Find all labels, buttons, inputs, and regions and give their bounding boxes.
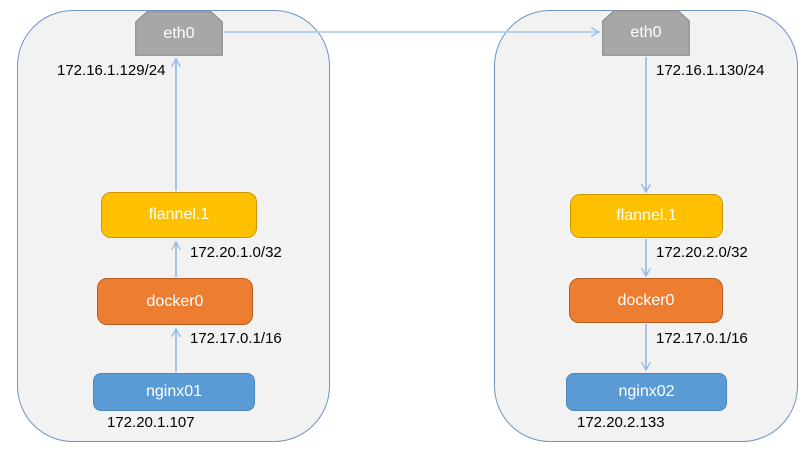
eth0-left-node: eth0	[135, 11, 223, 56]
ip-label-docker-right: 172.17.0.1/16	[656, 330, 748, 347]
ip-label-docker-left: 172.17.0.1/16	[190, 330, 282, 347]
node-label: flannel.1	[148, 206, 210, 223]
nginx01-node: nginx01	[93, 373, 255, 411]
node-label: flannel.1	[616, 207, 677, 224]
docker0-left-node: docker0	[97, 278, 253, 325]
snip-corner-shape	[602, 10, 690, 56]
ip-label-nginx01: 172.20.1.107	[107, 414, 195, 431]
snip-corner-shape	[135, 11, 223, 56]
flannel1-right-node: flannel.1	[570, 194, 723, 238]
eth0-right-node: eth0	[602, 10, 690, 56]
ip-label-flannel-right: 172.20.2.0/32	[656, 244, 748, 261]
node-label: nginx01	[145, 383, 203, 400]
ip-label-flannel-left: 172.20.1.0/32	[190, 244, 282, 261]
node-label: docker0	[617, 291, 675, 309]
nginx02-node: nginx02	[566, 373, 727, 411]
node-label: eth0	[630, 24, 662, 41]
flannel1-left-node: flannel.1	[101, 192, 257, 238]
ip-label-nginx02: 172.20.2.133	[577, 414, 665, 431]
node-label: eth0	[163, 24, 195, 42]
ip-label-eth0-right: 172.16.1.130/24	[656, 62, 765, 79]
node-label: nginx02	[618, 383, 675, 400]
node-label: docker0	[146, 292, 204, 310]
docker0-right-node: docker0	[569, 278, 723, 323]
ip-label-eth0-left: 172.16.1.129/24	[57, 62, 166, 79]
